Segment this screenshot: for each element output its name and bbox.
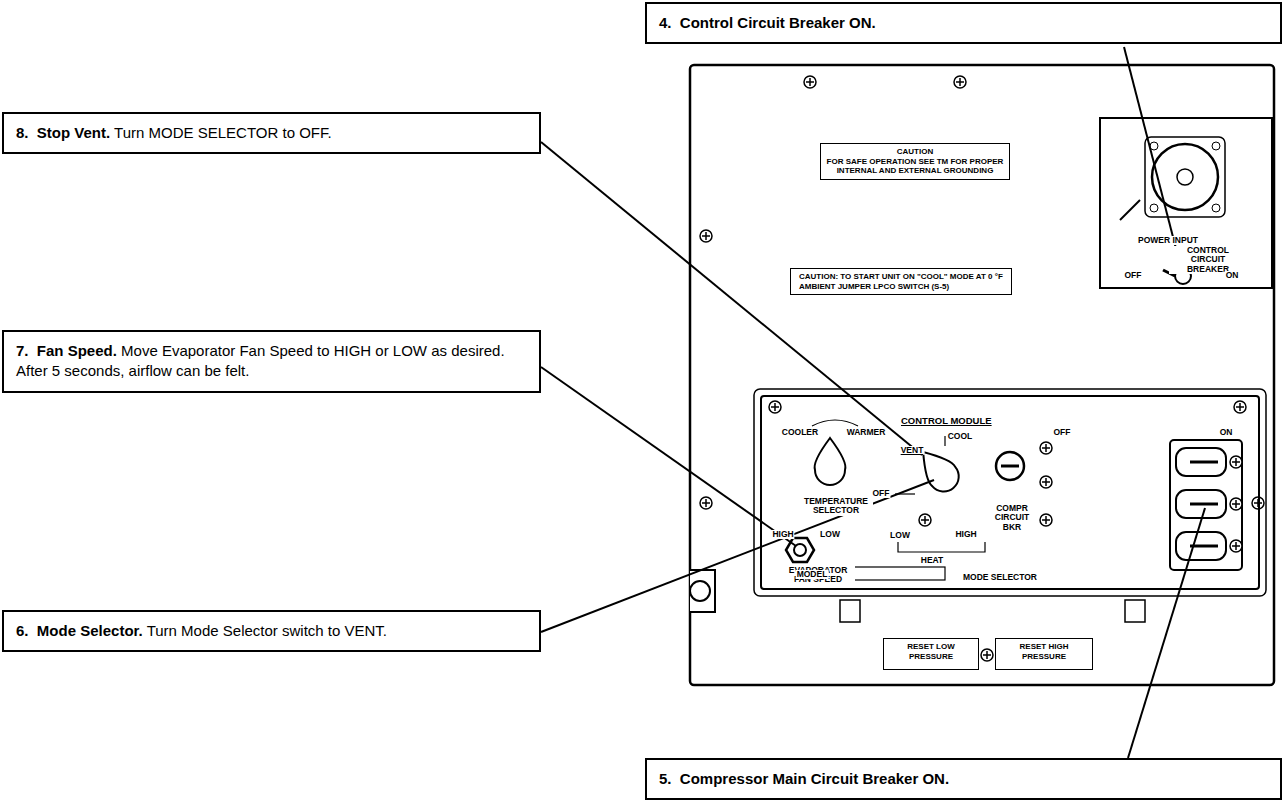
panel-label: OFF <box>1124 271 1143 280</box>
leader-lines <box>541 47 1205 758</box>
panel-label: CONTROL CIRCUIT BREAKER <box>1169 246 1247 274</box>
panel-label: TEMPERATURE SELECTOR <box>799 497 873 516</box>
callout-number: 6. <box>16 622 29 639</box>
callout-box: 4. Control Circuit Breaker ON. <box>645 2 1282 44</box>
panel-label: MODE SELECTOR <box>962 573 1038 582</box>
panel-outline <box>690 65 1274 685</box>
callout-text: Turn Mode Selector switch to VENT. <box>147 622 387 639</box>
plate-text: RESET HIGH PRESSURE <box>1000 642 1088 661</box>
callout-box: 6. Mode Selector. Turn Mode Selector swi… <box>2 610 541 652</box>
callout-number: 4. <box>659 14 672 31</box>
panel-label: OFF <box>872 489 891 498</box>
power-panel <box>1100 118 1272 288</box>
callout-box: 7. Fan Speed. Move Evaporator Fan Speed … <box>2 330 541 393</box>
panel-label: OFF <box>1053 428 1072 437</box>
plate-text: FOR SAFE OPERATION SEE TM FOR PROPER INT… <box>825 157 1005 176</box>
callout-text: Mode Selector. <box>37 622 143 639</box>
label-plate: RESET HIGH PRESSURE <box>995 638 1093 670</box>
callout-text: Compressor Main Circuit Breaker ON. <box>680 770 949 787</box>
callout-number: 7. <box>16 342 29 359</box>
panel-label: HIGH <box>954 530 977 539</box>
label-plate: CAUTIONFOR SAFE OPERATION SEE TM FOR PRO… <box>820 143 1010 180</box>
plate-text: CAUTION: TO START UNIT ON "COOL" MODE AT… <box>795 272 1007 291</box>
panel-label: COOL <box>947 432 974 441</box>
callout-number: 5. <box>659 770 672 787</box>
panel-label: MODEL <box>796 570 829 579</box>
panel-label: COMPR CIRCUIT BKR <box>986 504 1038 532</box>
plate-text: RESET LOW PRESSURE <box>888 642 974 661</box>
panel-label: WARMER <box>846 428 887 437</box>
plate-text: CAUTION <box>825 147 1005 157</box>
callout-number: 8. <box>16 124 29 141</box>
module-title: CONTROL MODULE <box>900 415 993 426</box>
callout-text: Control Circuit Breaker ON. <box>680 14 876 31</box>
panel-label: HIGH <box>771 530 794 539</box>
panel-label: LOW <box>819 530 841 539</box>
callout-text: Stop Vent. <box>37 124 110 141</box>
panel-label: LOW <box>889 531 911 540</box>
callout-box: 8. Stop Vent. Turn MODE SELECTOR to OFF. <box>2 112 541 154</box>
panel-label: VENT <box>900 446 925 455</box>
control-module: CONTROL MODULE <box>760 395 1260 590</box>
panel-label: POWER INPUT <box>1137 236 1199 245</box>
panel-label: ON <box>1219 428 1234 437</box>
label-plate: CAUTION: TO START UNIT ON "COOL" MODE AT… <box>790 268 1012 295</box>
callout-text: Turn MODE SELECTOR to OFF. <box>114 124 332 141</box>
callout-box: 5. Compressor Main Circuit Breaker ON. <box>645 758 1282 800</box>
label-plate: RESET LOW PRESSURE <box>883 638 979 670</box>
panel-label: COOLER <box>781 428 819 437</box>
panel-label: HEAT <box>920 556 945 565</box>
panel-label: ON <box>1225 271 1240 280</box>
callout-text: Fan Speed. <box>37 342 117 359</box>
